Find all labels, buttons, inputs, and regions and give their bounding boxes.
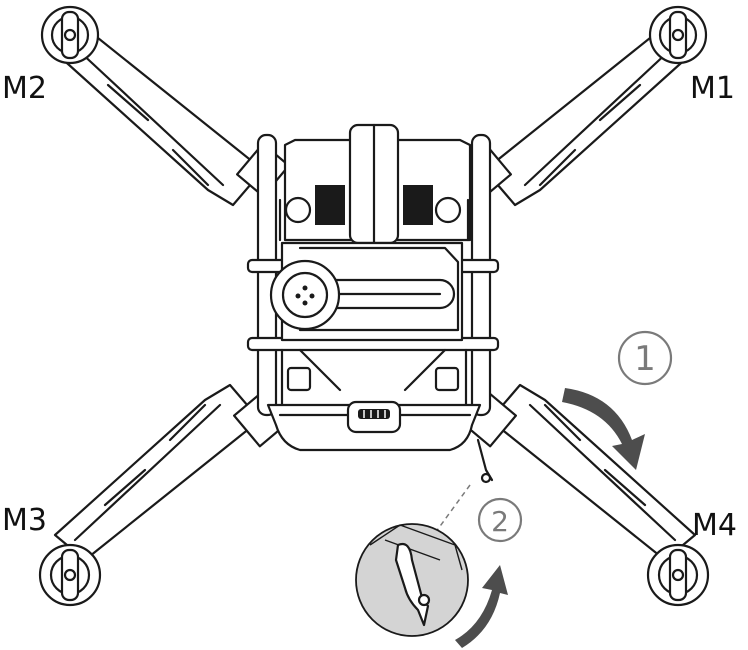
step-marker-2: 2: [477, 497, 523, 543]
label-m4: M4: [692, 508, 737, 543]
arm-m2: [56, 28, 290, 207]
step-number-2: 2: [491, 505, 509, 538]
motor-m2: [40, 5, 100, 65]
latch-detail-magnifier: [355, 523, 469, 637]
label-m2: M2: [2, 71, 47, 106]
arm-m4: [463, 383, 697, 562]
curved-arrow-up-icon: [455, 565, 508, 648]
motor-m3: [38, 543, 102, 607]
drone-body: [246, 123, 500, 452]
motor-m4: [646, 543, 710, 607]
label-m3: M3: [2, 503, 47, 538]
motor-m1: [648, 5, 708, 65]
latch-m4: [476, 438, 494, 484]
arm-m1: [458, 28, 692, 207]
label-m1: M1: [690, 71, 735, 106]
step-marker-1: 1: [617, 330, 673, 386]
step-number-1: 1: [634, 339, 656, 379]
arm-m3: [53, 383, 287, 562]
curved-arrow-clockwise-icon: [562, 388, 645, 470]
